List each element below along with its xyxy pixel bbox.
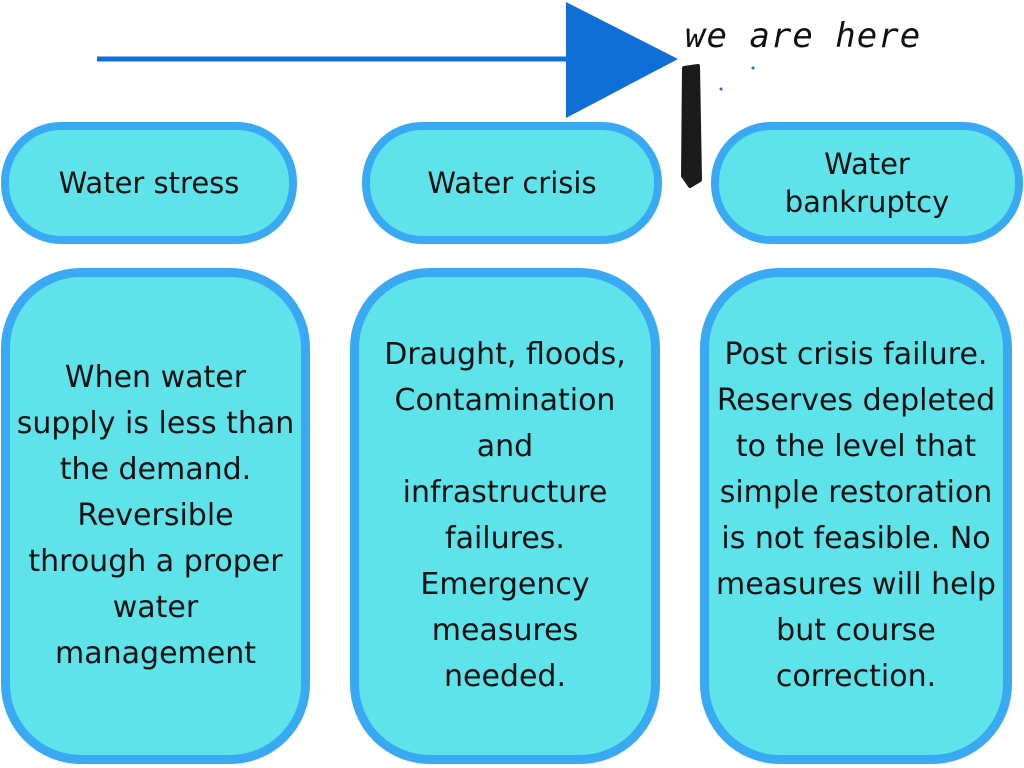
stage-description-text: Post crisis failure. Reserves depleted t… (716, 337, 996, 694)
ink-dot (751, 66, 755, 70)
stage-description-water-stress: When water supply is less than the deman… (1, 268, 310, 764)
timeline-arrow (97, 2, 755, 188)
stage-title-water-bankruptcy: Water bankruptcy (711, 122, 1023, 244)
stage-description-water-crisis: Draught, floods, Contamination and infra… (350, 268, 660, 764)
stage-title-label: Water stress (58, 166, 240, 200)
stage-title-label: Water crisis (427, 166, 597, 200)
we-are-here-label: we are here (685, 16, 922, 56)
position-marker (681, 64, 702, 188)
stage-title-water-crisis: Water crisis (362, 122, 662, 244)
stage-title-water-stress: Water stress (1, 122, 297, 244)
stage-description-text: When water supply is less than the deman… (16, 360, 295, 671)
stage-description-water-bankruptcy: Post crisis failure. Reserves depleted t… (700, 268, 1012, 764)
ink-dot (719, 87, 723, 91)
stage-title-label: Water bankruptcy (784, 147, 950, 219)
stage-description-text: Draught, floods, Contamination and infra… (384, 337, 626, 694)
arrow-head (566, 2, 678, 118)
